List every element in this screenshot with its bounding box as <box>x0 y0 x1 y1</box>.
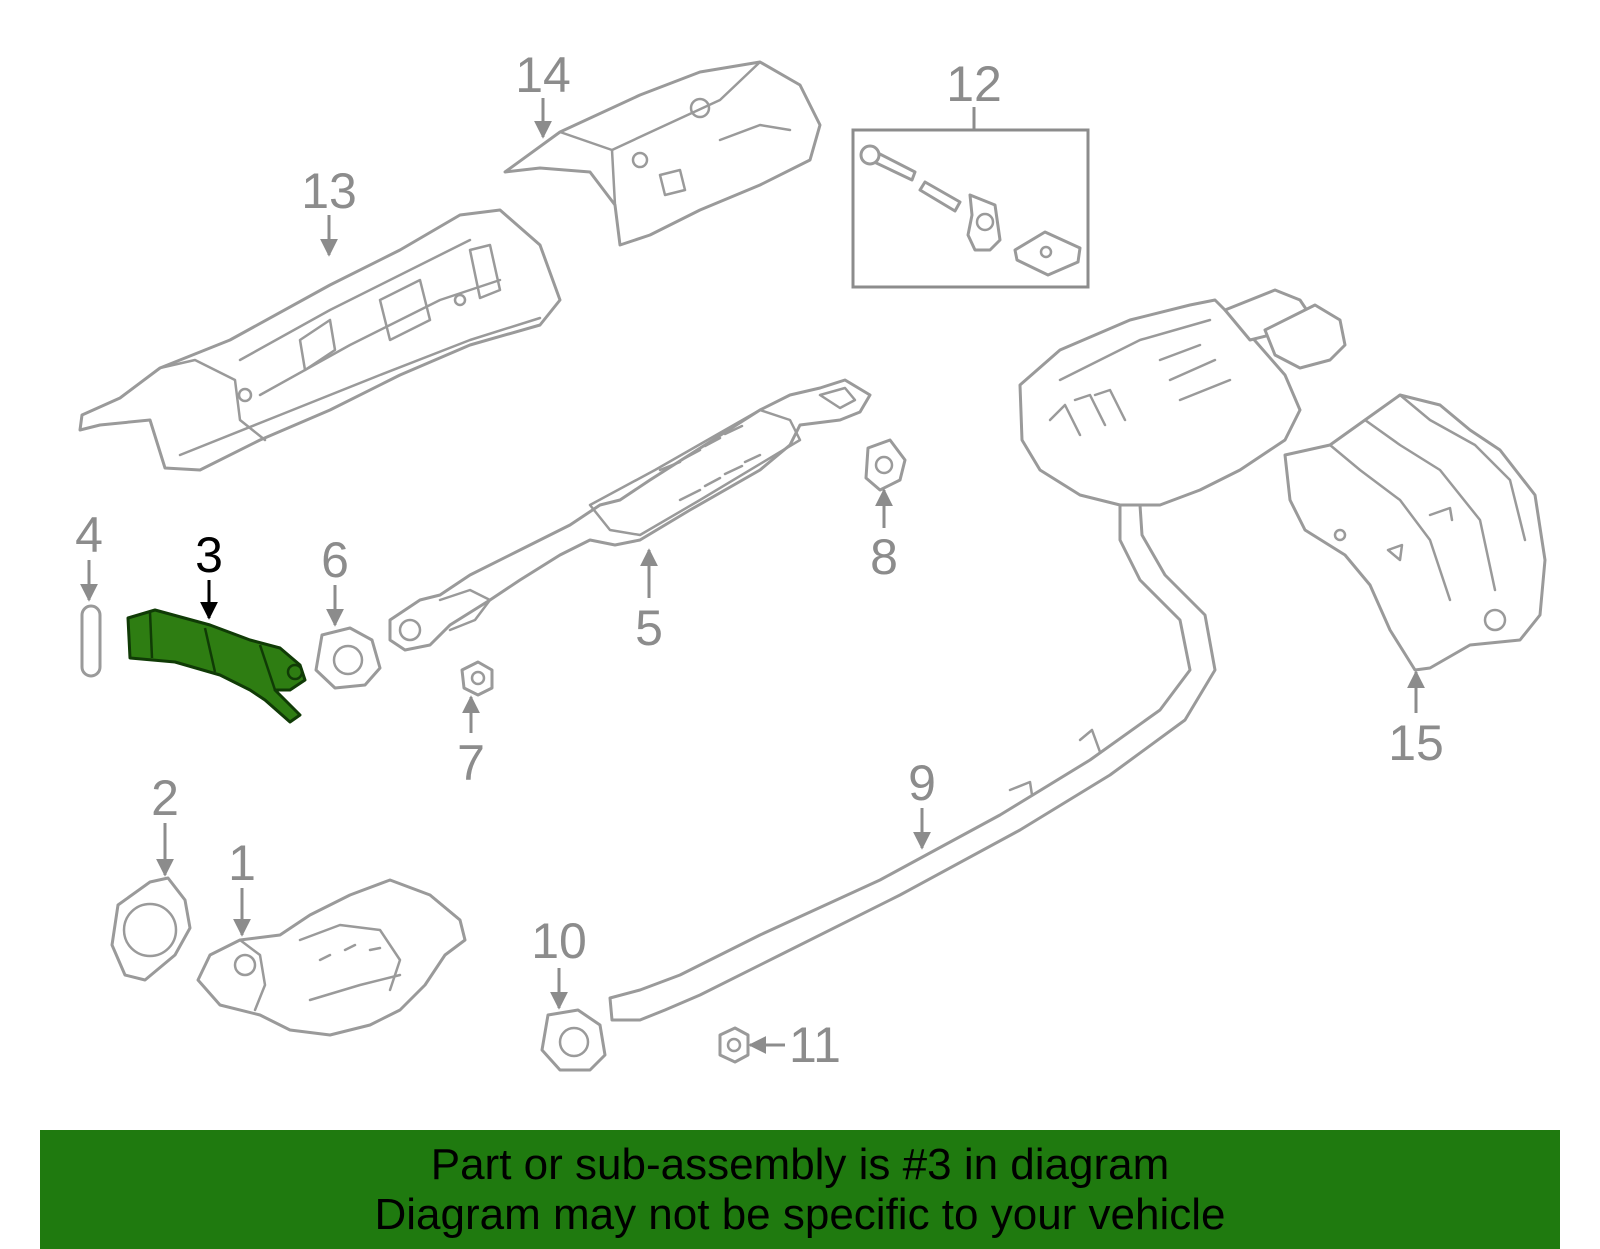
part-3-front-pipe[interactable] <box>126 608 307 724</box>
callout-9: 9 <box>908 755 936 811</box>
callout-8: 8 <box>870 529 898 585</box>
part-10-gasket[interactable] <box>540 1008 607 1072</box>
callout-5: 5 <box>635 600 663 656</box>
part-7-nut[interactable] <box>460 660 494 697</box>
part-5-center-pipe[interactable] <box>388 378 872 652</box>
part-12-hanger-kit[interactable] <box>851 128 1090 289</box>
banner-line-2: Diagram may not be specific to your vehi… <box>374 1190 1226 1239</box>
callout-4: 4 <box>75 507 103 563</box>
part-13-heat-shield[interactable] <box>78 208 562 472</box>
info-banner: Part or sub-assembly is #3 in diagram Di… <box>40 1130 1560 1249</box>
banner-line-1: Part or sub-assembly is #3 in diagram <box>430 1140 1170 1189</box>
part-8-rubber-hanger[interactable] <box>864 438 907 492</box>
part-9-rear-pipe[interactable] <box>608 503 1217 1022</box>
callout-12: 12 <box>946 56 1002 112</box>
callout-7: 7 <box>457 735 485 791</box>
part-2-gasket[interactable] <box>110 876 192 982</box>
part-11-nut[interactable] <box>718 1026 750 1064</box>
rear-muffler[interactable] <box>1018 288 1347 507</box>
callout-6: 6 <box>321 532 349 588</box>
part-15-heat-shield[interactable] <box>1283 393 1547 672</box>
callout-numbers: 14 12 13 4 3 6 8 5 7 15 9 2 1 10 11 <box>75 47 1444 1073</box>
callout-2: 2 <box>151 770 179 826</box>
callout-13: 13 <box>301 163 357 219</box>
callout-3: 3 <box>195 527 223 583</box>
part-14-heat-shield[interactable] <box>503 60 822 247</box>
part-6-gasket[interactable] <box>314 626 382 690</box>
part-1-exhaust-manifold[interactable] <box>196 878 467 1037</box>
callout-11: 11 <box>789 1017 841 1073</box>
part-4-gasket[interactable] <box>80 604 102 678</box>
callout-1: 1 <box>228 835 256 891</box>
callout-15: 15 <box>1388 715 1444 771</box>
callout-10: 10 <box>531 913 587 969</box>
callout-14: 14 <box>515 47 571 103</box>
leader-lines <box>80 98 1425 1054</box>
